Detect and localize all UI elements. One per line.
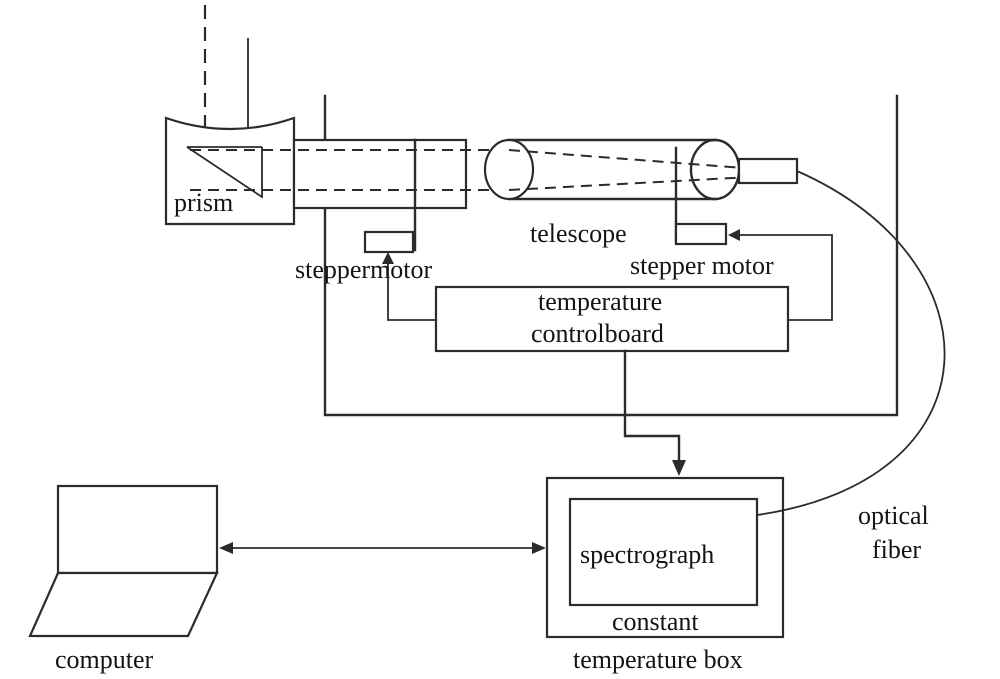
incoming-light-beam [203, 5, 249, 128]
optical-fiber-label-line1: optical [858, 501, 929, 530]
spectrograph-label: spectrograph [580, 540, 714, 569]
prism-housing [164, 116, 296, 226]
constant-temperature-box-label-line1: constant [612, 607, 699, 636]
computer-label: computer [55, 645, 154, 674]
stepper-motor-right [674, 222, 728, 246]
optical-tube [292, 138, 468, 252]
temperature-control-board-label-line2: controlboard [531, 319, 664, 348]
optical-fiber-label-line2: fiber [872, 535, 921, 564]
connector-board-to-box [623, 349, 686, 476]
support-frame [323, 94, 899, 417]
fiber-coupler [737, 157, 799, 185]
stepper-motor-right-label: stepper motor [630, 251, 774, 280]
optical-fiber [756, 170, 946, 516]
spectrograph [568, 497, 759, 607]
connector-board-to-left-motor [382, 252, 436, 321]
prism-label: prism [174, 188, 233, 217]
computer-to-box-link [219, 542, 546, 554]
temperature-control-board-label-line1: temperature [538, 287, 662, 316]
telescope [483, 138, 771, 244]
telescope-label: telescope [530, 219, 627, 248]
constant-temperature-box-label-line2: temperature box [573, 645, 743, 674]
temperature-control-board [434, 285, 790, 353]
internal-light-path [190, 149, 490, 191]
connector-board-to-right-motor [728, 229, 833, 321]
stepper-motor-left-label: steppermotor [295, 255, 433, 284]
stepper-motor-left [363, 230, 415, 254]
computer-laptop [28, 484, 219, 638]
